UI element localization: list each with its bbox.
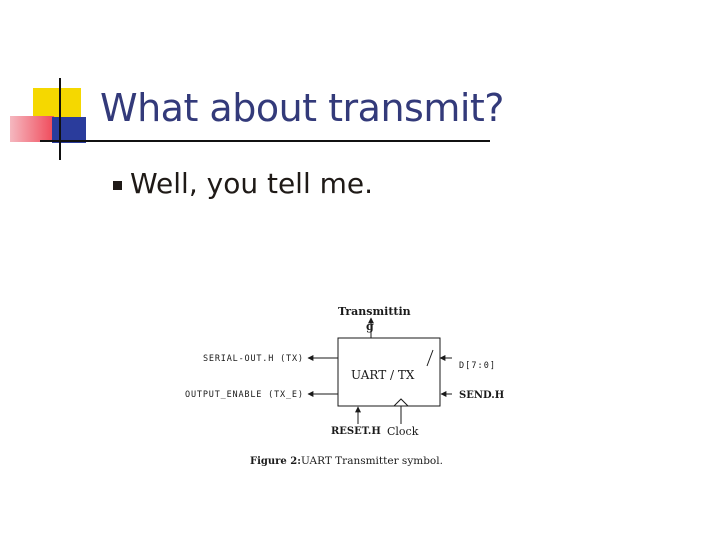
page-title: What about transmit?: [100, 86, 504, 130]
figure-caption-text: UART Transmitter symbol.: [301, 455, 443, 467]
logo-blue-block: [52, 117, 86, 143]
send-label: SEND.H: [459, 390, 504, 401]
logo-red-block: [10, 116, 54, 142]
reset-label: RESET.H: [331, 426, 381, 437]
transmitting-label-2: g: [366, 320, 374, 333]
uart-block-label: UART / TX: [351, 368, 415, 382]
clock-triangle: [393, 398, 409, 407]
figure-caption-prefix: Figure 2:: [250, 456, 301, 467]
bullet-text: Well, you tell me.: [130, 167, 374, 200]
logo-vertical-line: [59, 78, 61, 160]
transmitting-label-1: Transmittin: [338, 305, 411, 318]
data-bus-label: D[7:0]: [459, 361, 495, 371]
bullet-marker: [113, 181, 122, 190]
serial-out-label: SERIAL-OUT.H (TX): [203, 354, 303, 364]
uart-block: [337, 337, 441, 407]
data-bus-slash: [426, 349, 434, 367]
clock-label: Clock: [387, 425, 419, 438]
title-underline: [40, 140, 490, 142]
output-enable-label: OUTPUT_ENABLE (TX_E): [185, 390, 303, 400]
